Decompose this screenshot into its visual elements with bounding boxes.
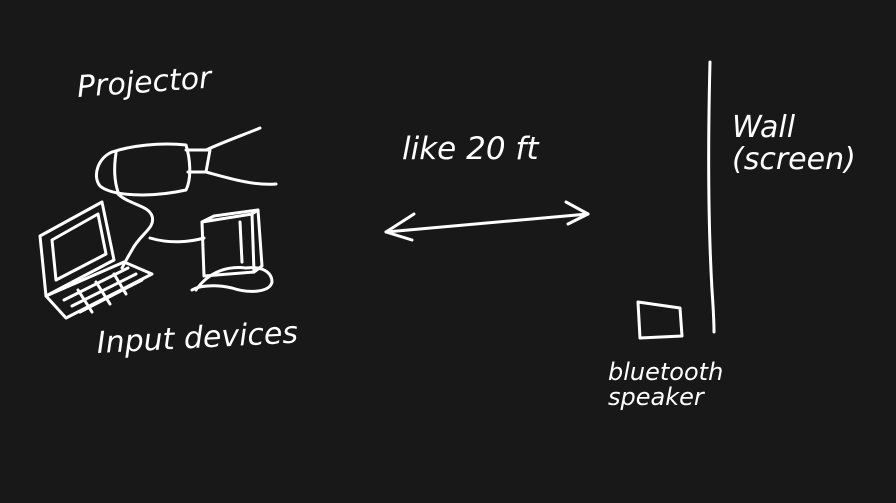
cable-lines xyxy=(116,192,206,270)
speaker-label-line1: bluetooth xyxy=(608,358,724,386)
projector-icon xyxy=(95,126,278,197)
double-arrow-icon xyxy=(384,200,590,242)
wall-label-line2: (screen) xyxy=(732,141,856,177)
wall-label: Wall (screen) xyxy=(732,112,862,175)
speaker-label: bluetooth speaker xyxy=(608,358,748,412)
wall-label-line1: Wall xyxy=(732,110,796,145)
game-console-icon xyxy=(190,208,274,293)
laptop-icon xyxy=(38,200,154,320)
speaker-label-line2: speaker xyxy=(608,383,704,412)
wall-line-icon xyxy=(707,60,716,334)
distance-label: like 20 ft xyxy=(402,131,539,167)
speaker-icon xyxy=(636,300,684,340)
